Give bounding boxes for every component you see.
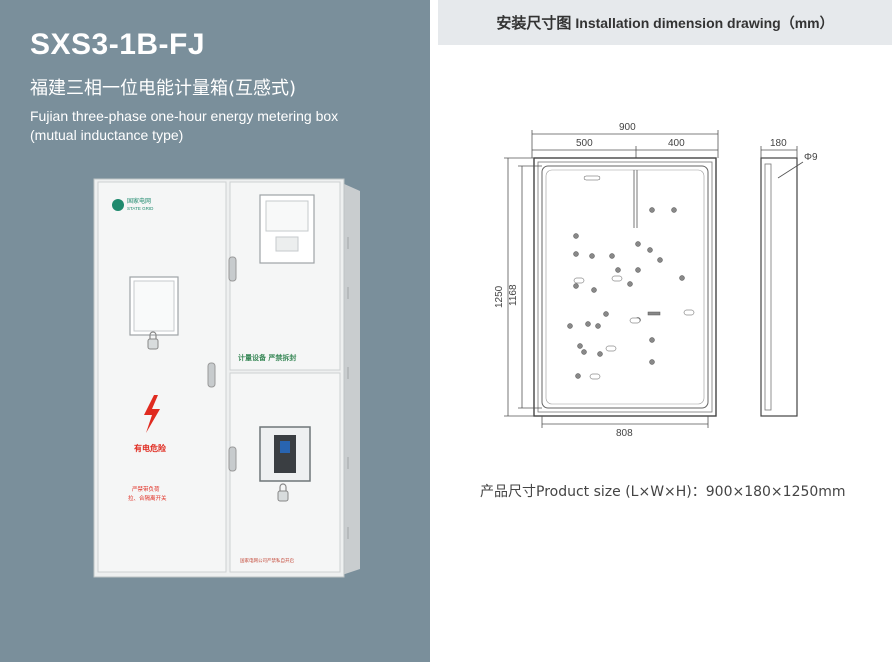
- logo-text-en: STATE GRID: [127, 206, 154, 211]
- bottom-label: 国家电网公司严禁私自开启: [240, 557, 294, 564]
- model-title: SXS3-1B-FJ: [30, 28, 206, 61]
- product-panel: SXS3-1B-FJ 福建三相一位电能计量箱(互感式) Fujian three…: [0, 0, 430, 662]
- section-title-en: Installation dimension drawing（mm）: [575, 15, 834, 31]
- dimension-drawing: 900 500 400 1250 1168 808 180 Φ9: [494, 122, 818, 439]
- breaker-icon: [280, 441, 290, 453]
- dim-hole: Φ9: [804, 152, 818, 163]
- padlock-icon: [147, 338, 159, 350]
- product-name-en-line2: (mutual inductance type): [30, 127, 184, 143]
- dim-width: 900: [619, 122, 636, 133]
- state-grid-logo-icon: [112, 199, 124, 211]
- product-size-text: 产品尺寸Product size (L×W×H)：900×180×1250mm: [480, 484, 846, 500]
- dim-height: 1250: [494, 285, 505, 308]
- door-handle-lower: [228, 446, 237, 472]
- dim-depth: 180: [770, 138, 787, 149]
- notice-line1: 严禁带负荷: [132, 485, 160, 493]
- metering-box-illustration: 国家电网 STATE GRID 有电危险 严禁带负荷 拉、合隔离开关 计量设备 …: [93, 178, 360, 578]
- danger-bolt-icon: [144, 395, 160, 433]
- product-name-en: Fujian three-phase one-hour energy meter…: [30, 107, 410, 145]
- notice-line2: 拉、合隔离开关: [128, 494, 167, 502]
- door-handle-middle: [207, 362, 216, 388]
- seal-warning: 计量设备 严禁拆封: [238, 353, 296, 362]
- product-name-en-line1: Fujian three-phase one-hour energy meter…: [30, 108, 339, 124]
- dim-inner-width: 808: [616, 428, 633, 439]
- dim-right-part: 400: [668, 138, 685, 149]
- product-name-cn: 福建三相一位电能计量箱(互感式): [30, 78, 297, 99]
- dim-inner-height: 1168: [508, 284, 519, 306]
- door-handle-upper: [228, 256, 237, 282]
- logo-text-cn: 国家电网: [127, 197, 151, 205]
- padlock-icon-2: [277, 490, 289, 502]
- section-title-cn: 安装尺寸图: [496, 14, 572, 32]
- danger-label: 有电危险: [134, 443, 167, 453]
- dim-left-part: 500: [576, 138, 593, 149]
